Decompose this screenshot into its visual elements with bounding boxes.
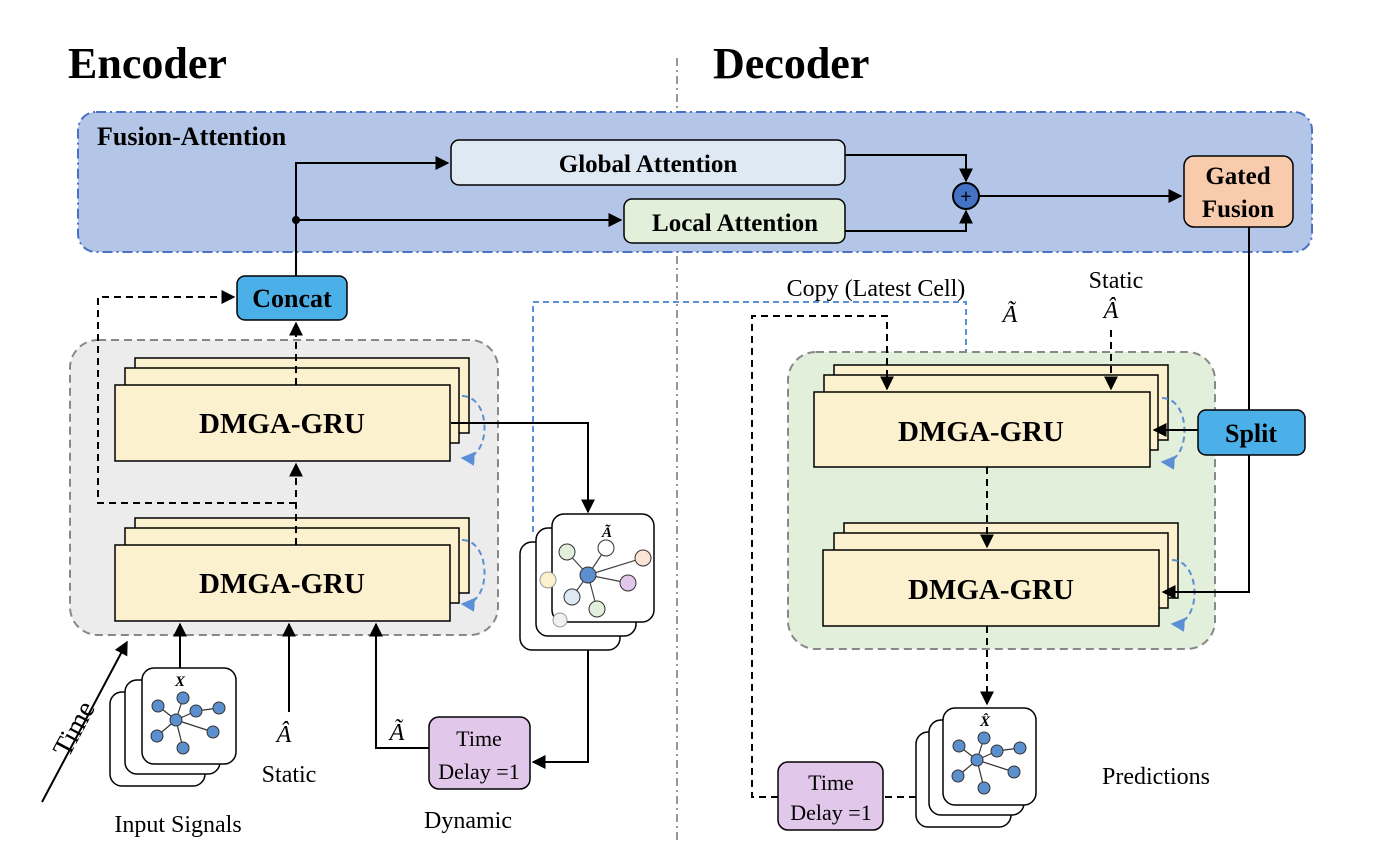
split-label: Split — [1225, 419, 1277, 448]
graph-node — [169, 713, 183, 727]
decoder-dynamic-symbol: Ã — [1001, 301, 1018, 328]
decoder-heading: Decoder — [713, 39, 869, 88]
graph-node — [990, 744, 1004, 758]
dynamic-graph-stack: Ã — [519, 513, 655, 651]
dynamic-graph-to-delay-arrow — [531, 650, 589, 769]
graph-node — [552, 612, 568, 628]
input-signals-label: Input Signals — [114, 812, 241, 838]
graph-node — [212, 701, 226, 715]
encoder-gru-bottom-recurrent-arrow — [460, 539, 486, 612]
branch-junction — [292, 216, 300, 224]
local-to-plus-arrow — [845, 209, 973, 232]
encoder-gru-top-stack: DMGA-GRU — [114, 357, 486, 466]
decoder-static-label: Static — [1089, 268, 1144, 294]
graph-node — [977, 731, 991, 745]
graph-node — [189, 704, 203, 718]
encoder-delay-line2: Delay =1 — [438, 759, 519, 784]
graph-node — [151, 699, 165, 713]
concat-box: Concat — [236, 275, 348, 321]
decoder-delay-line2: Delay =1 — [790, 800, 871, 825]
global-to-plus-arrow — [845, 154, 973, 183]
fusion-attention-title: Fusion-Attention — [97, 122, 287, 151]
prediction-graph-label: X̂ — [979, 712, 991, 730]
graph-node — [563, 588, 581, 606]
graph-node — [176, 741, 190, 755]
encoder-heading: Encoder — [68, 39, 227, 88]
encoder-gru-bottom-label: DMGA-GRU — [199, 568, 365, 600]
local-attention-box: Local Attention — [623, 198, 846, 244]
graph-node — [1007, 765, 1021, 779]
graph-node — [619, 574, 637, 592]
graph-node — [634, 549, 652, 567]
local-attention-label: Local Attention — [652, 210, 818, 237]
prediction-graph-stack: X̂ — [915, 707, 1037, 828]
gru-to-dynamic-graph-arrow — [451, 422, 595, 514]
encoder-time-delay-box: Time Delay =1 — [428, 716, 531, 790]
graph-node — [951, 769, 965, 783]
copy-latest-cell-label: Copy (Latest Cell) — [787, 276, 966, 302]
plus-symbol: + — [960, 186, 971, 208]
decoder-gru-top-label: DMGA-GRU — [898, 416, 1064, 448]
input-graph-stack: X — [109, 667, 237, 787]
decoder-feedback-loop — [751, 315, 916, 798]
encoder-dynamic-symbol: Ã — [388, 719, 405, 746]
time-axis-arrow — [41, 640, 128, 803]
global-attention-box: Global Attention — [450, 139, 846, 186]
copy-latest-cell-line — [532, 301, 973, 532]
encoder-skip-to-concat-arrow — [97, 290, 296, 504]
graph-node — [206, 725, 220, 739]
global-attention-label: Global Attention — [559, 151, 738, 178]
encoder-gru-top-recurrent-arrow — [460, 395, 486, 466]
encoder-static-symbol: Â — [275, 722, 292, 748]
graph-node — [539, 571, 557, 589]
input-graph-label: X — [174, 674, 186, 690]
graph-node — [970, 753, 984, 767]
gated-fusion-box: Gated Fusion — [1183, 155, 1294, 228]
encoder-delay-line1: Time — [456, 726, 502, 751]
graph-node — [558, 543, 576, 561]
graph-node — [952, 739, 966, 753]
dynamic-graph-label: Ã — [601, 523, 612, 541]
predictions-label: Predictions — [1102, 764, 1210, 790]
encoder-gru-top-label: DMGA-GRU — [199, 408, 365, 440]
graph-node — [150, 729, 164, 743]
encoder-static-label: Static — [262, 762, 317, 788]
encoder-dynamic-label: Dynamic — [424, 808, 512, 834]
concat-to-global-arrow — [295, 156, 450, 276]
delay-to-gru-arrow — [369, 622, 429, 749]
split-box: Split — [1197, 409, 1306, 456]
graph-node — [579, 566, 597, 584]
graph-node — [977, 781, 991, 795]
decoder-delay-line1: Time — [808, 770, 854, 795]
concat-label: Concat — [252, 284, 332, 313]
graph-node — [588, 600, 606, 618]
gated-fusion-label-line2: Fusion — [1202, 196, 1274, 223]
decoder-gru-top-stack: DMGA-GRU — [813, 364, 1186, 470]
decoder-gru-bottom-stack: DMGA-GRU — [822, 522, 1196, 632]
plus-node: + — [952, 182, 980, 210]
split-to-decoder-bottom-arrow — [1161, 455, 1250, 599]
graph-node — [176, 691, 190, 705]
encoder-gru-bottom-stack: DMGA-GRU — [114, 517, 486, 622]
decoder-static-symbol: Â — [1102, 298, 1119, 324]
graph-node — [597, 539, 615, 557]
graph-node — [1013, 741, 1027, 755]
gated-fusion-label-line1: Gated — [1205, 163, 1270, 190]
decoder-gru-bottom-label: DMGA-GRU — [908, 574, 1074, 606]
decoder-time-delay-box: Time Delay =1 — [777, 761, 884, 831]
